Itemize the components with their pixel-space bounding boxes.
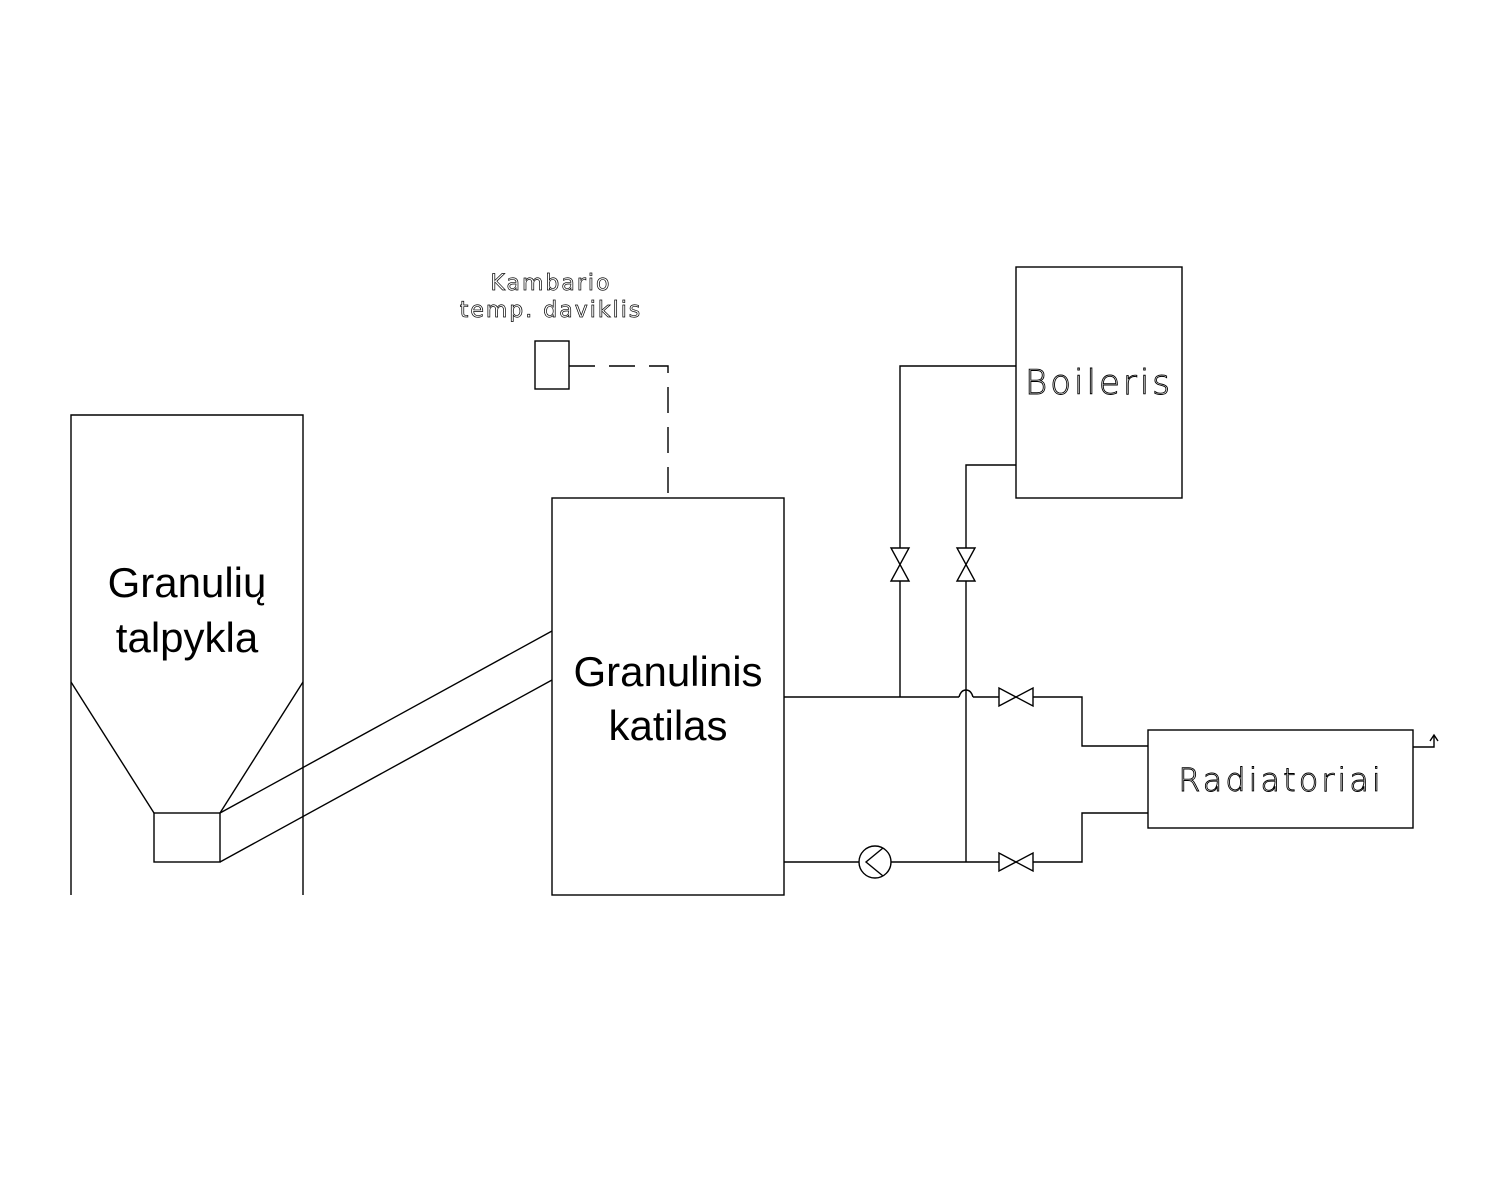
sensor-label-line2: temp. daviklis bbox=[460, 298, 643, 323]
auger-top-line bbox=[219, 630, 553, 814]
tank-body bbox=[1015, 266, 1183, 499]
radiators-label: Radiatoriai bbox=[1178, 761, 1384, 799]
radiator-supply-valve-icon bbox=[998, 686, 1034, 708]
hopper-outline bbox=[70, 414, 304, 895]
sensor-box bbox=[534, 340, 570, 390]
boiler-body bbox=[551, 497, 785, 896]
room-temp-sensor: Kambario temp. daviklis bbox=[459, 271, 669, 498]
tank-return-valve-icon bbox=[955, 547, 977, 582]
valves bbox=[889, 547, 1034, 873]
radiators-body bbox=[1147, 729, 1414, 829]
radiators: Radiatoriai bbox=[1147, 729, 1439, 829]
hot-water-tank: Boileris bbox=[1015, 266, 1183, 499]
boiler-label-line1: Granulinis bbox=[573, 648, 762, 695]
tank-supply-valve-icon bbox=[889, 547, 911, 582]
auger-bottom-line bbox=[219, 679, 553, 863]
circulation-pump-icon bbox=[858, 845, 892, 879]
hopper-funnel-right bbox=[219, 681, 304, 814]
pellet-hopper: Granulių talpykla bbox=[70, 414, 304, 895]
pellet-boiler: Granulinis katilas bbox=[551, 497, 785, 896]
tank-return-riser-upper bbox=[965, 464, 1016, 548]
boiler-label-line2: katilas bbox=[608, 702, 727, 749]
tank-label: Boileris bbox=[1025, 363, 1173, 403]
hopper-funnel-left bbox=[70, 681, 155, 814]
radiator-return-valve-icon bbox=[998, 851, 1034, 873]
pellet-auger bbox=[219, 630, 553, 863]
return-from-radiators bbox=[1033, 812, 1148, 863]
sensor-label-line1: Kambario bbox=[490, 271, 611, 296]
hopper-label-line2: talpykla bbox=[116, 614, 259, 661]
piping bbox=[784, 365, 1148, 863]
sensor-signal-wire bbox=[569, 365, 669, 498]
supply-to-radiators bbox=[1033, 696, 1148, 747]
hopper-outlet-box bbox=[153, 812, 221, 863]
tank-supply-riser-upper bbox=[899, 365, 1016, 548]
hopper-label-line1: Granulių bbox=[108, 559, 267, 606]
air-vent-icon bbox=[1413, 736, 1435, 748]
